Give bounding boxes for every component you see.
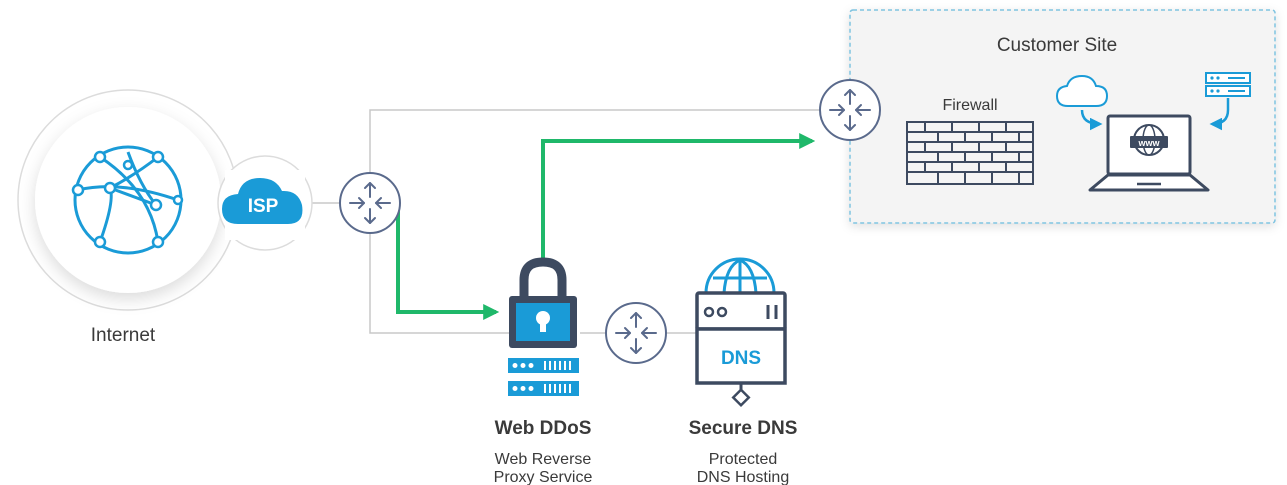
web-ddos-subtitle-line1: Web Reverse xyxy=(495,451,592,468)
secure-dns-subtitle-line1: Protected xyxy=(709,451,777,468)
protected-traffic-path xyxy=(396,133,816,320)
router-icon xyxy=(339,172,401,234)
globe-network-icon xyxy=(71,145,184,255)
www-label: www xyxy=(1137,138,1160,148)
secure-dns-subtitle-line2: DNS Hosting xyxy=(697,469,789,485)
web-ddos-node: Web DDoS Web Reverse Proxy Service xyxy=(494,257,593,485)
web-ddos-title: Web DDoS xyxy=(495,418,592,439)
router-icon xyxy=(605,302,667,364)
server-rack-icon xyxy=(508,358,579,396)
dns-server-label: DNS xyxy=(721,348,761,369)
internet-node: Internet xyxy=(17,89,239,346)
laptop-www-node: www xyxy=(1088,114,1210,192)
customer-site-title: Customer Site xyxy=(997,35,1117,56)
isp-label: ISP xyxy=(248,196,279,217)
brick-wall-icon xyxy=(906,121,1034,185)
isp-cloud-icon xyxy=(222,178,303,224)
www-globe-icon: www xyxy=(1130,124,1168,156)
dns-server-icon: DNS xyxy=(695,291,787,408)
secure-dns-node: DNS Secure DNS Protected DNS Hosting xyxy=(689,257,798,485)
firewall-node: Firewall xyxy=(906,97,1034,185)
isp-node: ISP xyxy=(217,155,313,251)
internet-label: Internet xyxy=(91,325,156,346)
globe-icon xyxy=(704,257,776,294)
web-ddos-subtitle-line2: Proxy Service xyxy=(494,469,593,485)
cloud-icon xyxy=(1055,74,1109,131)
secure-dns-title: Secure DNS xyxy=(689,418,798,439)
padlock-icon xyxy=(509,257,577,348)
router-icon xyxy=(819,79,881,141)
customer-site-panel: Customer Site xyxy=(849,9,1276,224)
firewall-label: Firewall xyxy=(942,97,997,114)
server-stack-icon xyxy=(1205,72,1251,131)
